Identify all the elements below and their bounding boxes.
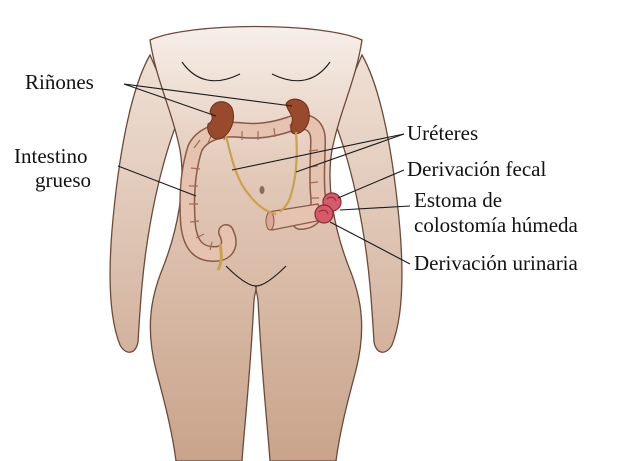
label-fecal-diversion: Derivación fecal xyxy=(407,157,546,181)
label-ureters: Uréteres xyxy=(407,121,478,145)
navel xyxy=(260,186,265,194)
label-stoma-line2: colostomía húmeda xyxy=(414,213,579,237)
stoma-lower xyxy=(315,205,333,223)
label-urinary-diversion: Derivación urinaria xyxy=(414,251,579,275)
label-stoma-line1: Estoma de xyxy=(414,188,502,212)
conduit-end xyxy=(266,212,274,230)
label-large-intestine-line2: grueso xyxy=(35,168,91,192)
label-kidneys: Riñones xyxy=(25,70,94,94)
label-large-intestine-line1: Intestino xyxy=(14,144,88,168)
